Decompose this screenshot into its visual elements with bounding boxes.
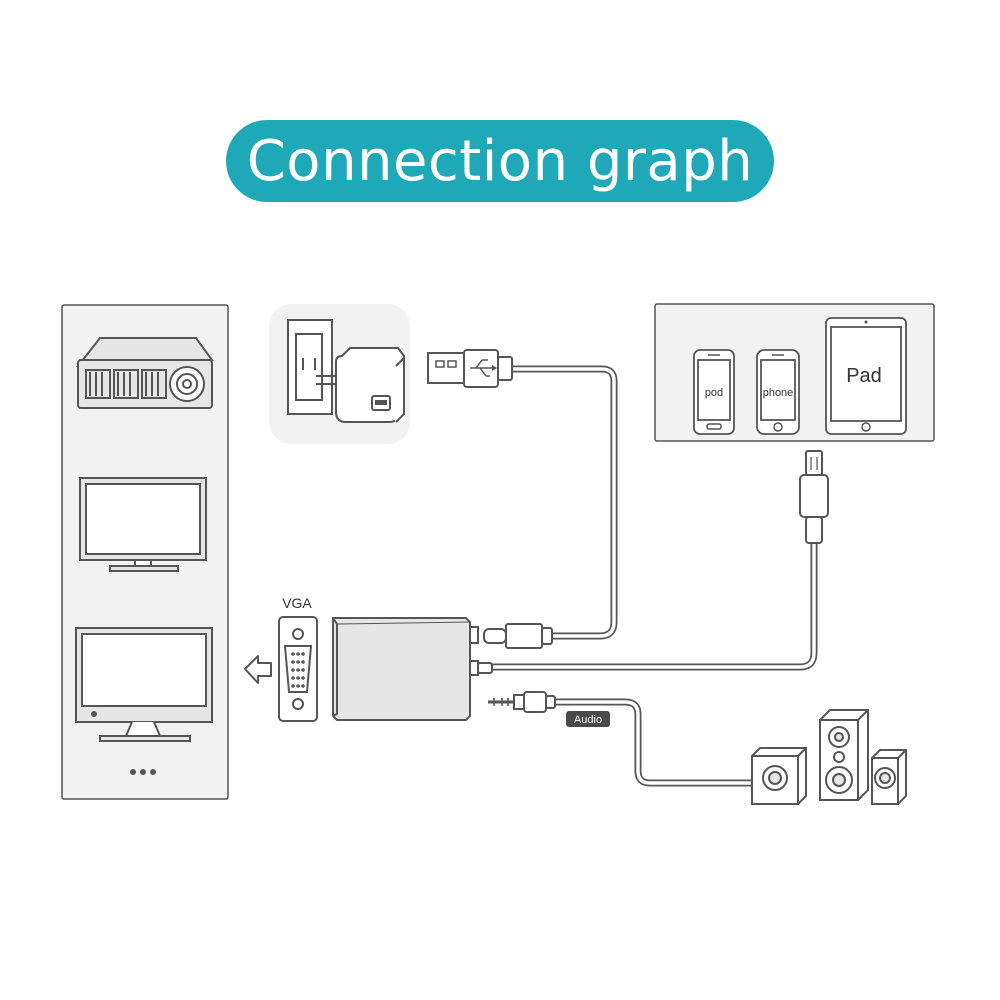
usb-power-cable	[508, 365, 618, 640]
ipod-icon	[693, 349, 735, 435]
diagram-title-text: Connection graph	[246, 128, 754, 194]
monitor-icon	[75, 627, 213, 742]
adapter-box-icon	[332, 617, 493, 721]
wall-charger-icon	[269, 304, 410, 444]
apple-devices-panel: pod phone Pad	[654, 303, 935, 442]
iphone-label: phone	[763, 387, 794, 399]
ipad-label: Pad	[846, 365, 882, 387]
ipad-icon	[825, 317, 907, 435]
iphone-icon	[756, 349, 800, 435]
ipod-label: pod	[705, 387, 723, 399]
display-devices-panel	[61, 304, 229, 800]
tv-icon	[79, 477, 207, 572]
speakers-icon	[751, 709, 907, 805]
cables	[487, 365, 818, 787]
more-dots-icon	[130, 769, 156, 775]
audio-label-badge: Audio	[566, 711, 610, 727]
audio-label: Audio	[574, 714, 602, 726]
vga-label: VGA	[282, 595, 312, 611]
diagram-title: Connection graph	[226, 120, 774, 202]
lightning-plug-icon	[483, 623, 553, 649]
vga-connector: VGA	[278, 595, 318, 722]
device-lightning-plug-icon	[799, 450, 829, 544]
arrow-left-icon	[244, 655, 272, 684]
vga-port-icon	[278, 616, 318, 722]
audio-jack-icon	[488, 691, 556, 713]
usb-plug-icon	[427, 349, 513, 388]
projector-icon	[75, 337, 214, 409]
